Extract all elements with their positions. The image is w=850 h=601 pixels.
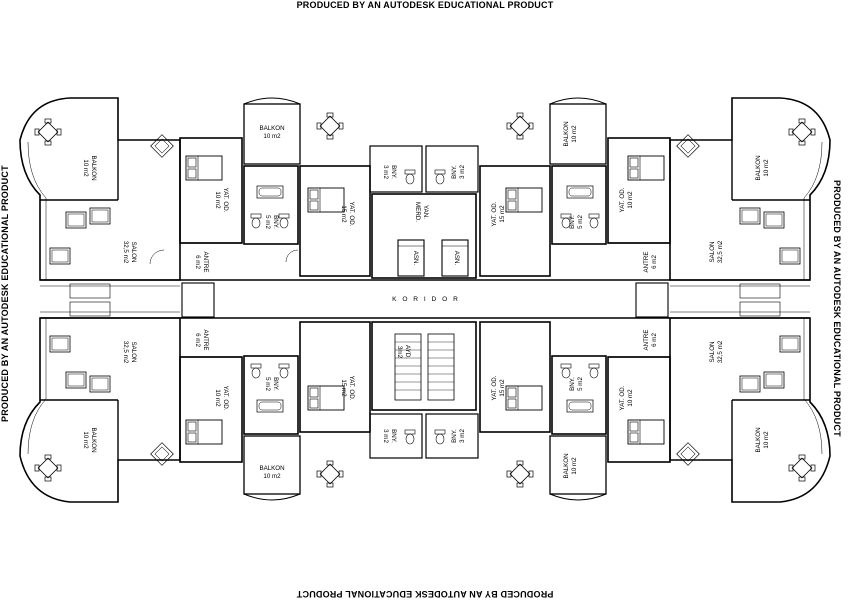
label-asn: ASN.	[412, 251, 419, 266]
label-yatod-area: 15 m2	[340, 379, 347, 397]
label-balkon: BALKON	[755, 427, 762, 452]
label-bny: BNY.	[451, 429, 458, 443]
label-yan: YAN.	[422, 205, 429, 219]
label-antre-area: 6 m2	[194, 255, 201, 269]
label-salon-area: 32,5 m2	[122, 341, 129, 364]
label-bny-area: 3 m2	[382, 165, 389, 179]
flat-upper-left	[19, 97, 371, 281]
flat-lower-right	[479, 317, 831, 503]
label-balkon-area: 10 m2	[263, 133, 281, 140]
label-yatod: YAT. OD.	[348, 376, 355, 401]
label-balkon: BALKON	[90, 155, 97, 180]
flat-upper-right	[479, 97, 831, 281]
label-yatod: YAT. OD.	[491, 201, 498, 226]
label-balkon-area: 10 m2	[82, 159, 89, 177]
label-yatod-area: 10 m2	[214, 389, 221, 407]
label-bny: BNY.	[272, 215, 279, 229]
label-yatod: YAT. OD.	[222, 386, 229, 411]
label-antre: ANTRE	[202, 252, 209, 273]
label-antre: ANTRE	[202, 330, 209, 351]
label-asn: ASN.	[453, 251, 460, 266]
label-salon: SALON	[709, 342, 716, 363]
label-antre: ANTRE	[643, 330, 650, 351]
label-bny-area: 3 m2	[459, 165, 466, 179]
label-salon-area: 32,5 m2	[122, 241, 129, 264]
label-salon: SALON	[130, 342, 137, 363]
label-salon-area: 32,5 m2	[717, 240, 724, 263]
label-bny-area: 3 m2	[459, 429, 466, 443]
label-balkon: BALKON	[259, 125, 284, 132]
label-yatod: YAT. OD.	[348, 202, 355, 227]
label-balkon-area: 10 m2	[263, 473, 281, 480]
label-antre-area: 6 m2	[651, 333, 658, 347]
label-antre-area: 6 m2	[194, 333, 201, 347]
label-antre-area: 6 m2	[651, 255, 658, 269]
label-bny-area: 5 m2	[264, 215, 271, 229]
label-antre: ANTRE	[643, 252, 650, 273]
label-balkon: BALKON	[563, 453, 570, 478]
label-yatod-area: 15 m2	[499, 205, 506, 223]
label-balkon: BALKON	[90, 427, 97, 452]
label-yatod: YAT. OD.	[222, 188, 229, 213]
label-salon-area: 32,5 m2	[717, 340, 724, 363]
label-yatod: YAT. OD.	[619, 385, 626, 410]
label-balkon: BALKON	[259, 465, 284, 472]
label-balkon-area: 10 m2	[82, 431, 89, 449]
core	[369, 145, 479, 459]
label-bny: BNY.	[390, 429, 397, 443]
label-balkon-area: 10 m2	[571, 457, 578, 475]
flat-lower-left	[19, 317, 371, 503]
label-yatod-area: 10 m2	[627, 191, 634, 209]
label-yatod-area: 10 m2	[214, 191, 221, 209]
label-bny-area: 5 m2	[577, 215, 584, 229]
label-bny: BNY.	[272, 377, 279, 391]
watermark-top: PRODUCED BY AN AUTODESK EDUCATIONAL PROD…	[296, 0, 554, 10]
label-bny: BNY.	[451, 165, 458, 179]
label-balkon-area: 10 m2	[763, 431, 770, 449]
label-bny-area: 5 m2	[264, 377, 271, 391]
label-yatod: YAT. OD.	[619, 187, 626, 212]
label-balkon: BALKON	[755, 155, 762, 180]
label-yatod: YAT. OD.	[491, 375, 498, 400]
corridor-label: K O R I D O R	[392, 296, 460, 303]
label-balkon-area: 10 m2	[763, 159, 770, 177]
label-bny: BNY.	[569, 215, 576, 229]
label-ayd-area: 3m2	[396, 346, 403, 359]
label-bny: BNY.	[569, 377, 576, 391]
label-balkon: BALKON	[563, 121, 570, 146]
label-yatod-area: 15 m2	[499, 379, 506, 397]
label-bny: BNY.	[390, 165, 397, 179]
label-balkon-area: 10 m2	[571, 125, 578, 143]
label-salon: SALON	[709, 242, 716, 263]
label-bny-area: 3 m2	[382, 429, 389, 443]
label-yatod-area: 15 m2	[340, 205, 347, 223]
label-yatod-area: 10 m2	[627, 389, 634, 407]
label-bny-area: 5 m2	[577, 377, 584, 391]
label-salon: SALON	[130, 242, 137, 263]
label-ayd: AYD.	[404, 345, 411, 359]
label-merd: MERD.	[414, 202, 421, 222]
